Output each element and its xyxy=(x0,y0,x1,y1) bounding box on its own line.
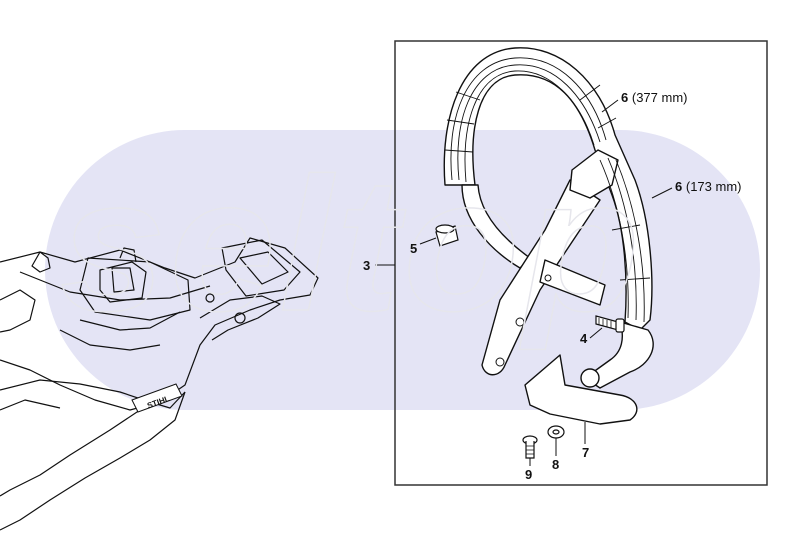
leader-6a xyxy=(601,99,619,113)
callout-9-number: 9 xyxy=(525,467,533,482)
callout-5: 5 xyxy=(410,242,417,255)
leader-5 xyxy=(419,237,437,245)
arm-holes xyxy=(495,274,552,367)
front-handle-bar xyxy=(443,47,654,425)
part-9-bolt xyxy=(522,435,538,459)
leader-6b xyxy=(651,187,673,199)
callout-3-number: 3 xyxy=(363,258,371,273)
callout-6-long-number: 6 xyxy=(621,90,629,105)
callout-4-number: 4 xyxy=(580,331,588,346)
callout-6-short-number: 6 xyxy=(675,179,683,194)
callout-6-long-length: (377 mm) xyxy=(631,90,688,105)
callout-3: 3 xyxy=(363,259,370,272)
part-8-washer xyxy=(547,425,565,439)
callout-5-number: 5 xyxy=(410,241,418,256)
part-5-sleeve xyxy=(435,224,459,247)
part-4-screw xyxy=(595,315,625,333)
watermark-text: seltop xyxy=(59,139,644,351)
callout-8: 8 xyxy=(552,458,559,471)
callout-6-short-length: (173 mm) xyxy=(685,179,742,194)
callout-8-number: 8 xyxy=(552,457,560,472)
parts-box-frame xyxy=(394,40,768,486)
callout-6-short: 6 (173 mm) xyxy=(675,180,741,193)
callout-9: 9 xyxy=(525,468,532,481)
callout-7-number: 7 xyxy=(582,445,590,460)
handle-grip-ribs xyxy=(444,57,651,323)
leader-4 xyxy=(589,327,603,339)
callout-6-long: 6 (377 mm) xyxy=(621,91,687,104)
callout-7: 7 xyxy=(582,446,589,459)
callout-4: 4 xyxy=(580,332,587,345)
